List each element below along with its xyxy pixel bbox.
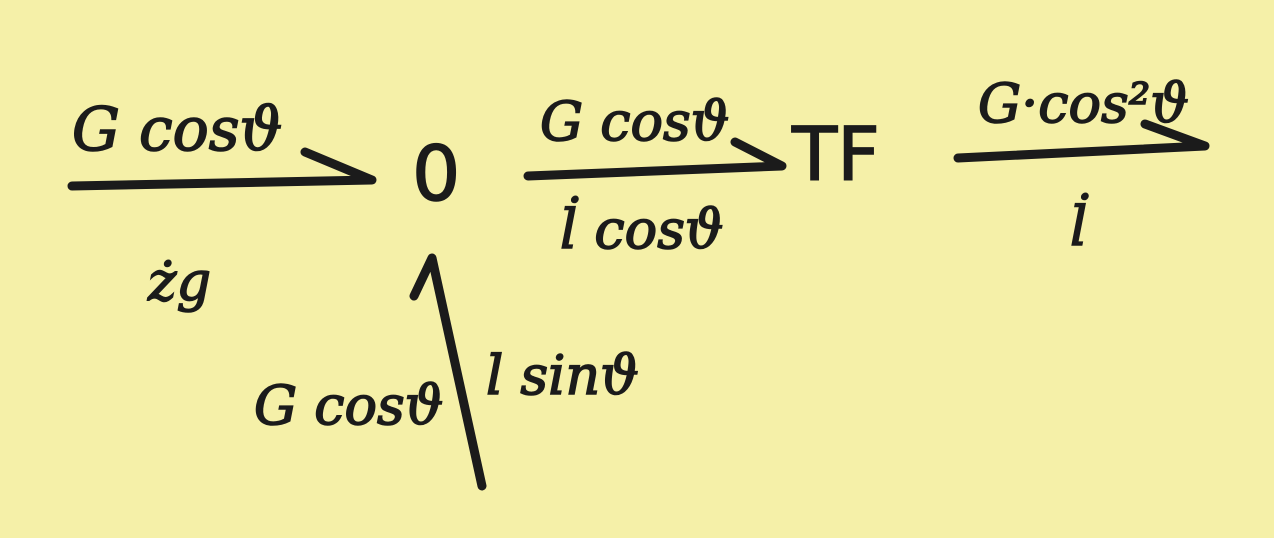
bond-4-effort-label: G cosϑ: [254, 374, 443, 437]
bond-2-line: [523, 137, 787, 181]
bond-3: G·cos²ϑ l̇: [953, 71, 1210, 259]
bond-2-effort-label: G cosϑ: [540, 90, 729, 153]
bond-1-line: [67, 147, 377, 191]
bond-1-effort-label: G cosϑ: [72, 95, 282, 165]
bond-3-flow-label: l̇: [1070, 192, 1088, 258]
bond-3-effort-label: G·cos²ϑ: [978, 72, 1189, 135]
bond-1-flow-label: żg: [147, 250, 211, 313]
bond-1: G cosϑ żg: [67, 94, 377, 314]
bond-4: G cosϑ l sinϑ: [253, 253, 640, 491]
bond-3-line: [953, 119, 1210, 163]
bond-2: G cosϑ l̇ cosϑ: [523, 89, 787, 262]
bond-4-flow-label: l sinϑ: [486, 344, 639, 407]
bond-2-flow-label: l̇ cosϑ: [560, 195, 724, 261]
bond-4-line: [409, 253, 487, 491]
transformer-tf-node: TF: [791, 112, 880, 198]
junction-zero-node: 0: [412, 129, 460, 218]
